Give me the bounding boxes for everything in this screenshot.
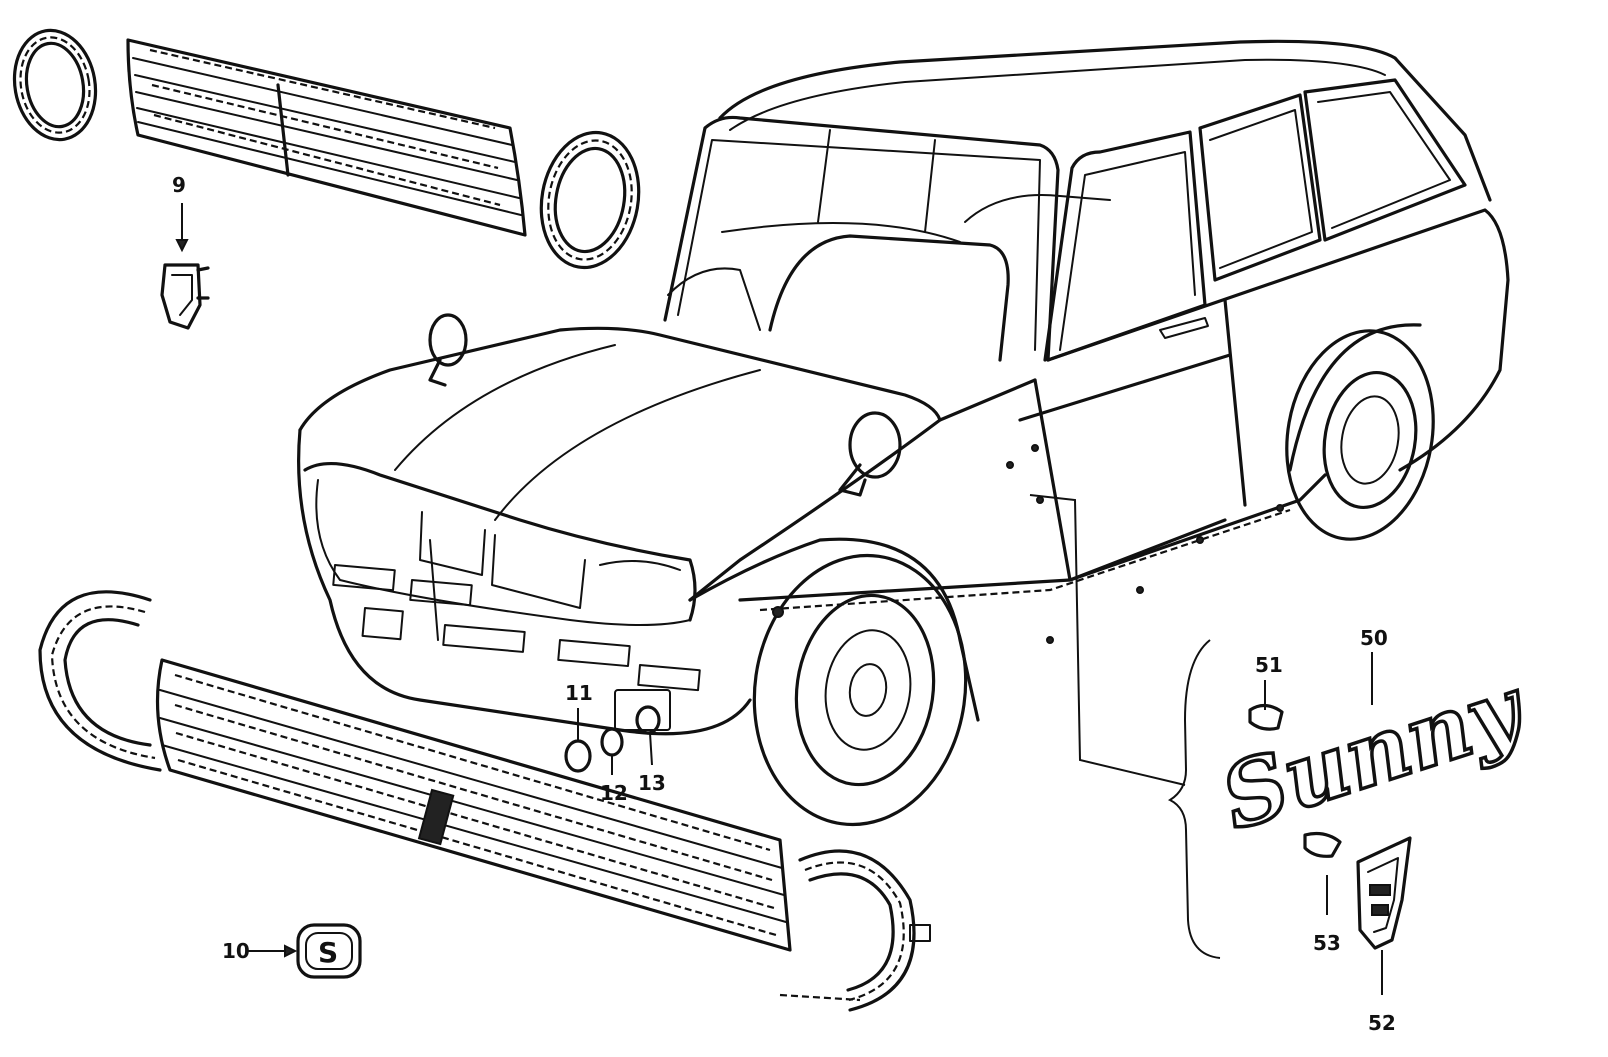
callout-12-label: 12 bbox=[600, 781, 628, 805]
callout-12: 12 bbox=[600, 727, 628, 805]
sunny-script-badge: Sunny bbox=[1208, 653, 1541, 852]
headlamp-rim-top-center bbox=[539, 130, 641, 270]
s-emblem: S bbox=[296, 923, 362, 979]
callout-50-label: 50 bbox=[1360, 626, 1388, 650]
front-grille-wide bbox=[155, 658, 792, 952]
callout-52: 52 bbox=[1368, 950, 1396, 1035]
callout-51-label: 51 bbox=[1255, 653, 1283, 677]
badge-group-bracket bbox=[1167, 639, 1221, 959]
sunny-script-text: Sunny bbox=[1209, 654, 1538, 849]
headlamp-rim-top-left bbox=[12, 28, 98, 142]
s-emblem-letter: S bbox=[318, 936, 338, 969]
grille-emblem-small bbox=[160, 263, 210, 330]
callout-50: 50 bbox=[1360, 626, 1388, 705]
fender-mirror-left bbox=[428, 313, 468, 387]
callout-10-label: 10 bbox=[222, 939, 250, 963]
headlamp-rim-bottom-right bbox=[779, 849, 931, 1012]
callout-11: 11 bbox=[564, 681, 593, 773]
callout-9: 9 bbox=[172, 173, 189, 253]
callout-11-label: 11 bbox=[565, 681, 593, 705]
front-wheel bbox=[752, 553, 968, 827]
rear-wheel bbox=[1285, 323, 1435, 541]
callout-13: 13 bbox=[635, 705, 666, 795]
callout-53: 53 bbox=[1303, 831, 1342, 955]
callout-9-label: 9 bbox=[172, 173, 186, 197]
callout-52-label: 52 bbox=[1368, 1011, 1396, 1035]
front-grille-narrow bbox=[126, 38, 527, 237]
callout-13-label: 13 bbox=[638, 771, 666, 795]
car-body bbox=[297, 39, 1510, 827]
callout-51: 51 bbox=[1248, 653, 1284, 731]
side-emblem-shield bbox=[1356, 836, 1412, 950]
headlamp-rim-bottom-left bbox=[38, 590, 162, 772]
fender-mirror-right bbox=[838, 411, 902, 497]
callout-10: 10 bbox=[222, 939, 298, 963]
callout-53-label: 53 bbox=[1313, 931, 1341, 955]
